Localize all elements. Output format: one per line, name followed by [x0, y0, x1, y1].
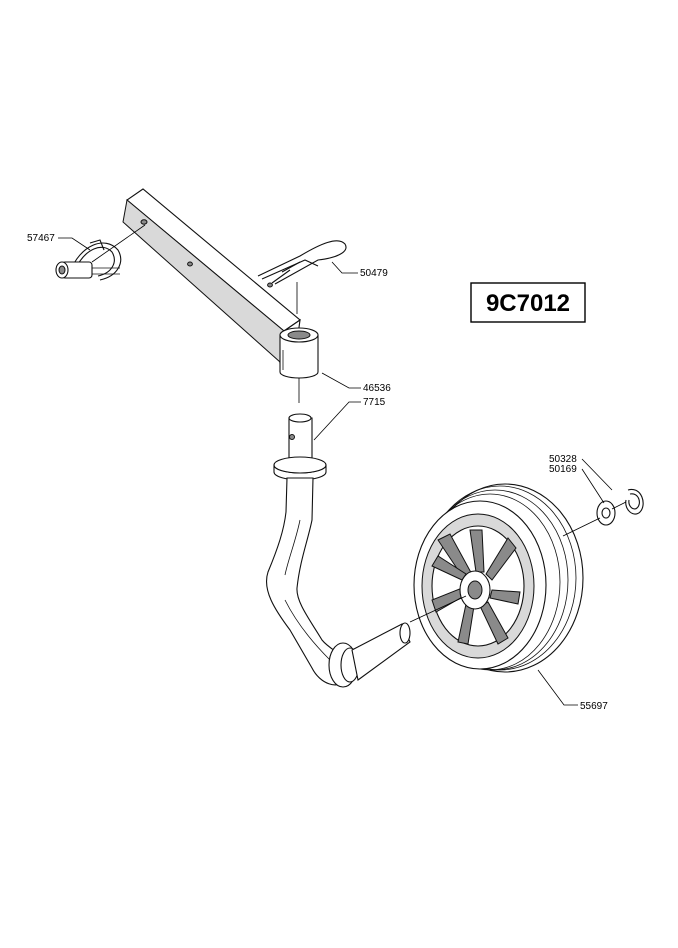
axle-leg [266, 413, 411, 688]
hair-pin [257, 240, 347, 285]
leader-lines [58, 237, 613, 706]
lynch-pin-centerline [91, 224, 146, 263]
callout-hair-pin: 50479 [360, 268, 388, 279]
retaining-ring [625, 488, 644, 515]
square-tube-bracket [122, 188, 301, 364]
washer [596, 500, 616, 526]
callout-washer: 50169 [549, 464, 577, 475]
sleeve [279, 327, 319, 379]
callout-sleeve: 46536 [363, 383, 391, 394]
callout-axle-leg: 7715 [363, 397, 386, 408]
lynch-pin [55, 239, 122, 281]
assembly-centerlines [296, 282, 627, 623]
wheel [413, 483, 584, 673]
callout-retaining-ring: 50328 [549, 454, 577, 465]
callout-lynch-pin: 57467 [27, 233, 55, 244]
diagram-number: 9C7012 [486, 290, 570, 317]
diagram-number-box: 9C7012 [470, 282, 586, 323]
callout-wheel: 55697 [580, 701, 608, 712]
